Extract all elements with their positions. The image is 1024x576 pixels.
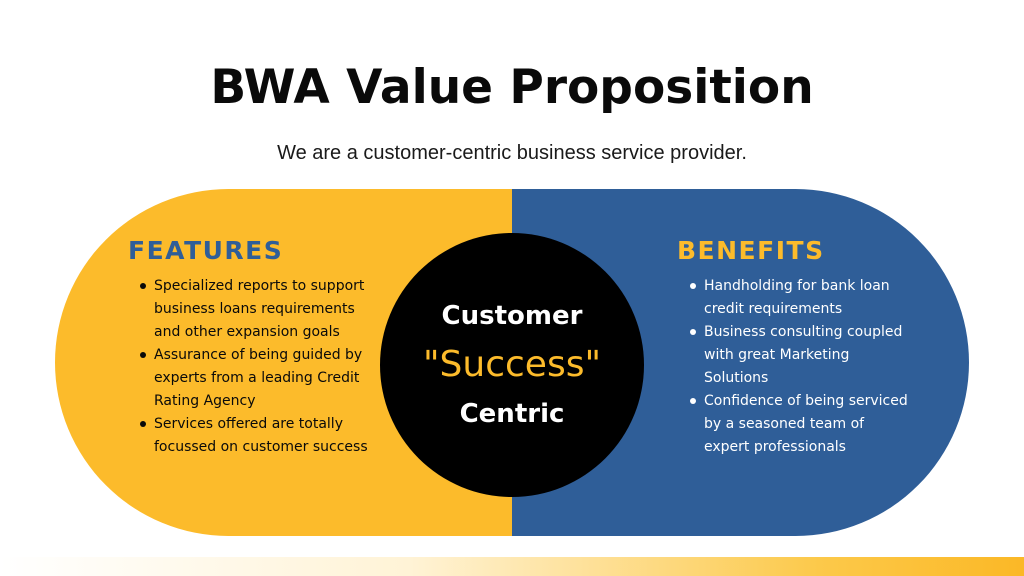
center-circle: Customer "Success" Centric <box>380 233 644 497</box>
center-line-customer: Customer <box>441 301 583 331</box>
features-item: Assurance of being guided by experts fro… <box>137 344 369 413</box>
slide-subtitle: We are a customer-centric business servi… <box>277 142 747 164</box>
features-item: Services offered are totally focussed on… <box>137 413 369 459</box>
center-line-centric: Centric <box>459 399 565 429</box>
features-heading: FEATURES <box>128 236 284 265</box>
benefits-item: Handholding for bank loan credit require… <box>687 275 909 321</box>
bottom-gradient-bar <box>0 557 1024 576</box>
center-line-success: "Success" <box>422 344 602 385</box>
features-item: Specialized reports to support business … <box>137 275 369 344</box>
benefits-heading: BENEFITS <box>677 236 825 265</box>
benefits-item: Confidence of being serviced by a season… <box>687 390 909 459</box>
slide-title: BWA Value Proposition <box>210 60 814 115</box>
benefits-list: Handholding for bank loan credit require… <box>687 275 909 459</box>
benefits-item: Business consulting coupled with great M… <box>687 321 909 390</box>
features-list: Specialized reports to support business … <box>137 275 369 459</box>
